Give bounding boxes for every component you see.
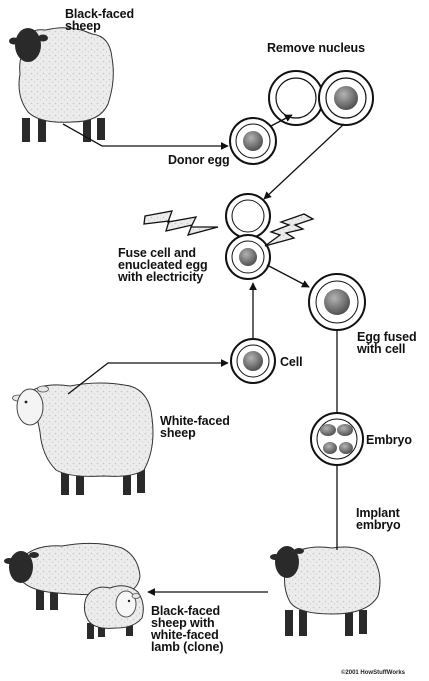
embryo-cell [311, 413, 363, 465]
lightning-bolt-right-icon [265, 214, 313, 246]
fusion-body-cell [226, 235, 270, 279]
label-fuse-line3: with electricity [118, 271, 208, 283]
enucleated-egg [269, 71, 323, 125]
white-faced-sheep [13, 383, 154, 495]
label-black-faced-sheep-line2: sheep [65, 20, 134, 32]
label-cell: Cell [280, 356, 303, 368]
label-mother-and-clone: Black-faced sheep with white-faced lamb … [151, 605, 223, 653]
removed-nucleus-cell [319, 71, 373, 125]
label-donor-egg: Donor egg [168, 154, 230, 166]
label-embryo: Embryo [366, 434, 412, 446]
label-mother-line4: lamb (clone) [151, 641, 223, 653]
label-egg-fused-line2: with cell [357, 343, 417, 355]
arrow-fusion-to-fused [267, 265, 309, 287]
label-implant-embryo: Implant embryo [356, 507, 401, 531]
white-faced-lamb [84, 586, 143, 639]
label-egg-fused: Egg fused with cell [357, 331, 417, 355]
label-white-faced-line2: sheep [160, 427, 230, 439]
donor-egg-cell [230, 118, 276, 164]
lightning-bolt-left-icon [144, 211, 218, 235]
label-white-faced-sheep: White-faced sheep [160, 415, 230, 439]
black-faced-surrogate-sheep [270, 546, 380, 636]
black-faced-sheep-donor [9, 28, 113, 142]
label-fuse-cell: Fuse cell and enucleated egg with electr… [118, 247, 208, 283]
fusion-enucleated-egg [226, 194, 270, 238]
label-implant-line2: embryo [356, 519, 401, 531]
egg-fused-cell [309, 274, 365, 330]
body-cell [231, 339, 275, 383]
copyright-credit: ©2001 HowStuffWorks [341, 670, 405, 676]
label-black-faced-sheep: Black-faced sheep [65, 8, 134, 32]
label-remove-nucleus: Remove nucleus [267, 42, 365, 54]
